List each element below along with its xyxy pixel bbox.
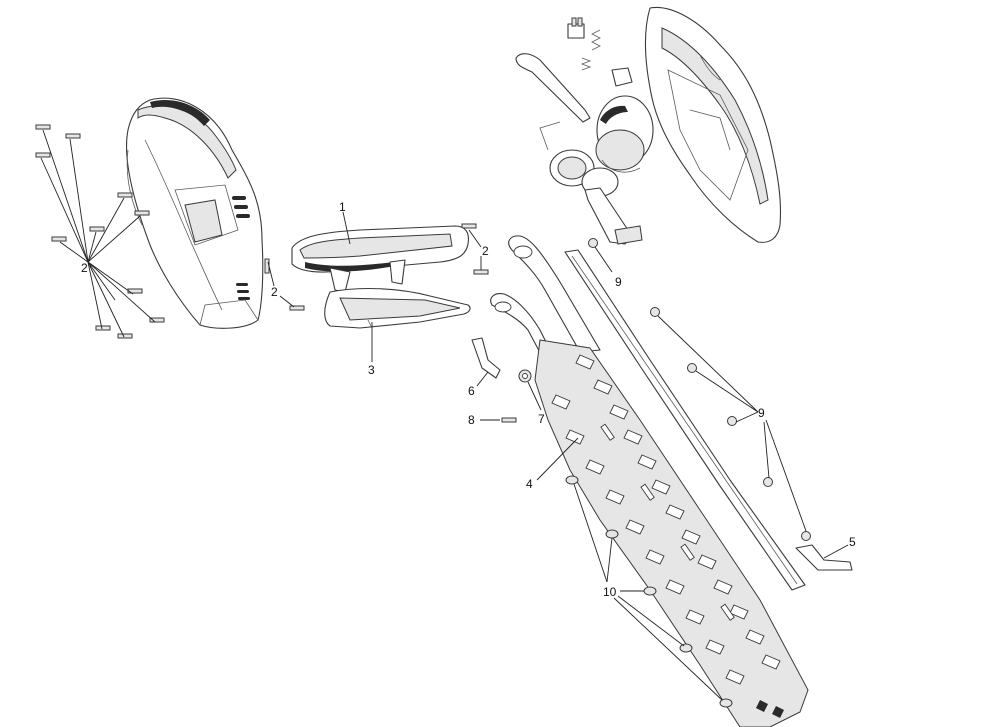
blade-guide-bar (508, 235, 601, 353)
callout-6: 6 (468, 384, 475, 398)
leaders-part-2 (40, 129, 482, 338)
blade-end-bracket (795, 544, 853, 571)
callout-9-right: 9 (758, 406, 765, 420)
leaders-misc (342, 211, 849, 559)
callout-4: 4 (526, 477, 533, 491)
motor-gear-assembly (515, 17, 654, 245)
callout-8: 8 (468, 413, 475, 427)
callout-2-left: 2 (81, 261, 88, 275)
guide-rail (564, 249, 806, 591)
leaders-part-10 (573, 483, 723, 701)
callout-2-right: 2 (482, 244, 489, 258)
callout-10: 10 (603, 585, 617, 599)
callout-labels: 1 2 2 2 3 4 5 6 7 8 9 9 10 (81, 200, 856, 599)
nuts-part-9 (588, 238, 811, 541)
callout-7: 7 (538, 412, 545, 426)
right-housing-half (644, 6, 782, 243)
callout-5: 5 (849, 535, 856, 549)
front-handle (291, 225, 469, 293)
screws-left-group (35, 124, 517, 423)
callout-9-top: 9 (615, 275, 622, 289)
small-parts (471, 337, 532, 383)
leaders-part-9 (594, 246, 807, 532)
callout-1: 1 (339, 200, 346, 214)
left-housing-half (125, 97, 264, 329)
main-blade (534, 339, 809, 727)
washers-part-10 (565, 475, 733, 708)
callout-3: 3 (368, 363, 375, 377)
hand-guard (324, 287, 471, 329)
callout-2-middle: 2 (271, 285, 278, 299)
